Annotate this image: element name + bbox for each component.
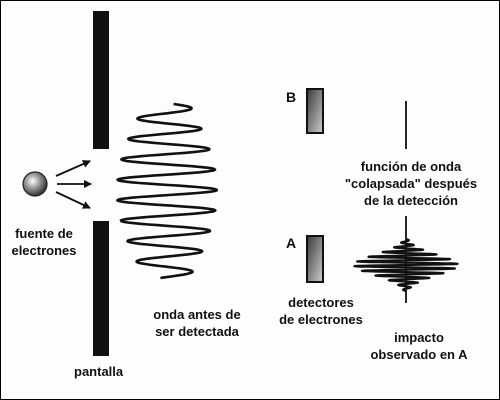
wave-label: onda antes de ser detectada <box>149 306 245 340</box>
detector-b <box>306 88 324 134</box>
collapsed-wave-packet <box>353 237 459 293</box>
detectors-label-line2: de electrones <box>279 312 363 327</box>
screen-upper <box>93 11 109 149</box>
impact-label-line1: impacto <box>394 330 444 345</box>
detector-a-label: A <box>286 235 297 251</box>
source-label-line2: electrones <box>11 243 77 258</box>
detector-b-label: B <box>286 89 297 105</box>
collapsed-label-line2: "colapsada" después <box>344 176 478 191</box>
screen-lower <box>93 221 109 356</box>
collapsed-label-line1: función de onda <box>360 159 462 174</box>
electron-arrows <box>55 160 92 209</box>
screen-label: pantalla <box>74 364 124 379</box>
detectors-label-line1: detectores <box>288 295 354 310</box>
impact-label: impacto observado en A <box>359 329 479 363</box>
source-label: fuente de electrones <box>3 225 85 259</box>
electron-source <box>22 171 48 197</box>
detectors-label: detectores de electrones <box>269 294 373 328</box>
source-label-line1: fuente de <box>15 226 73 241</box>
detector-a <box>306 235 324 283</box>
wave-label-line1: onda antes de <box>153 307 241 322</box>
wave-label-line2: ser detectada <box>155 324 239 339</box>
collapsed-label-line3: de la detección <box>364 193 458 208</box>
wave-before-detection <box>116 102 219 280</box>
impact-label-line2: observado en A <box>370 347 468 362</box>
collapsed-label: función de onda "colapsada" después de l… <box>341 158 481 209</box>
